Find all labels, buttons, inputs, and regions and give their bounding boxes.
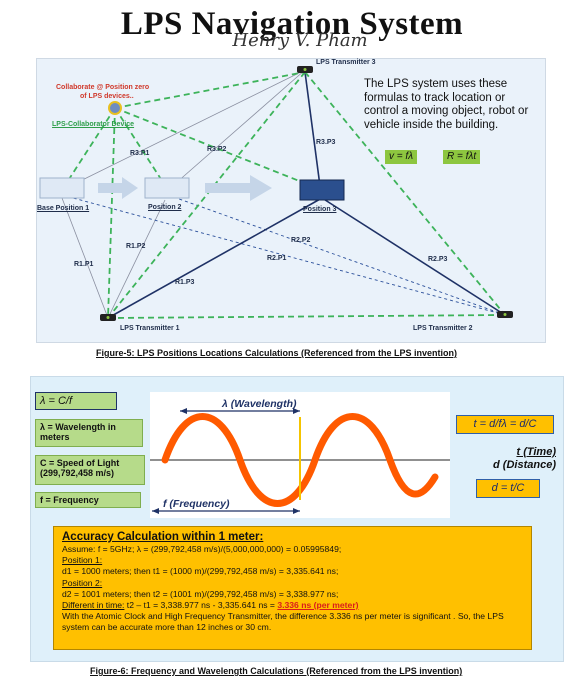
collaborator-device-icon [108, 101, 122, 115]
collaborate-line1: Collaborate @ Position zero [56, 84, 150, 91]
arrow-p2-p3 [205, 175, 272, 201]
lps-description: The LPS system uses these formulas to tr… [364, 78, 529, 131]
transmitter2-icon [497, 311, 513, 318]
path-label-r3p2: R3.P2 [207, 146, 227, 153]
frequency-label: f (Frequency) [163, 498, 230, 510]
path-label-r1p1: R1.P1 [74, 261, 94, 268]
figure5-caption: Figure-5: LPS Positions Locations Calcul… [96, 348, 458, 358]
position1-calculation: d1 = 1000 meters; then t1 = (1000 m)/(29… [62, 566, 339, 577]
time-difference-line: Different in time: t2 – t1 = 3,338.977 n… [62, 600, 523, 611]
time-difference-calc: t2 – t1 = 3,338.977 ns - 3,335.641 ns = [124, 600, 278, 611]
green-dash-6 [304, 71, 506, 316]
accuracy-heading: Accuracy Calculation within 1 meter: [62, 531, 264, 543]
wave-diagram [150, 408, 450, 514]
position2-box [144, 177, 190, 199]
wavelength-label: λ (Wavelength) [222, 398, 297, 410]
transmitter3-icon [297, 66, 313, 73]
path-r3p3 [304, 71, 321, 187]
figure5-diagram [39, 66, 513, 321]
arrow-p1-p2 [98, 177, 138, 199]
lambda-formula-box: λ = C/f [35, 392, 117, 410]
path-r2p3 [321, 197, 506, 316]
green-dash-1 [114, 71, 306, 109]
time-formula-box: t = d/fλ = d/C [456, 415, 554, 434]
wave-curve [161, 413, 439, 507]
path-r2p1 [61, 194, 506, 316]
path-label-r2p3: R2.P3 [428, 256, 448, 263]
green-dash-7 [107, 71, 306, 319]
path-label-r1p3: R1.P3 [175, 279, 195, 286]
page-title: LPS Navigation System [120, 6, 464, 42]
collaborate-line2: of LPS devices.. [80, 93, 134, 100]
path-r2p2 [167, 194, 506, 316]
position1-heading: Position 1: [62, 555, 103, 566]
path-label-r3p3: R3.P3 [316, 139, 336, 146]
wavelength-definition: λ = Wavelength in meters [35, 419, 143, 447]
time-difference-label: Different in time: [62, 600, 125, 611]
path-label-r1p2: R1.P2 [126, 243, 146, 250]
distance-label: d (Distance) [493, 459, 556, 471]
distance-formula-box: d = t/C [476, 479, 540, 498]
position3-box [299, 179, 345, 201]
green-dash-4 [107, 107, 116, 319]
accuracy-conclusion: With the Atomic Clock and High Frequency… [62, 611, 504, 633]
transmitter2-label: LPS Transmitter 2 [413, 325, 473, 332]
path-r1p3 [107, 197, 323, 319]
position2-heading: Position 2: [62, 577, 103, 588]
time-difference-result: 3.336 ns (per meter) [277, 600, 359, 611]
line-t1-p1 [61, 197, 109, 319]
green-dash-2 [61, 107, 116, 191]
position3-label: Position 3 [303, 206, 337, 213]
green-dash-5 [114, 107, 323, 191]
figure6-caption: Figure-6: Frequency and Wavelength Calcu… [90, 666, 463, 676]
path-label-r2p1: R2.P1 [267, 255, 287, 262]
path-label-r3p1: R3.P1 [130, 150, 150, 157]
transmitter1-label: LPS Transmitter 1 [120, 325, 180, 332]
time-label: t (Time) [516, 446, 556, 458]
formula-range: R = fλt [443, 150, 481, 164]
line-t3-p2 [167, 69, 306, 191]
path-label-r2p2: R2.P2 [291, 237, 311, 244]
speed-of-light-definition: C = Speed of Light (299,792,458 m/s) [35, 455, 145, 485]
line-t1-p2 [107, 199, 166, 319]
green-dash-8 [107, 314, 506, 319]
position2-label: Position 2 [148, 204, 182, 211]
accuracy-assumption: Assume: f = 5GHz; λ = (299,792,458 m/s)/… [62, 544, 342, 554]
position1-box [39, 177, 85, 199]
green-dash-3 [114, 107, 169, 191]
formula-velocity: v = fλ [385, 150, 418, 164]
transmitter3-label: LPS Transmitter 3 [316, 59, 376, 66]
line-t3-p1 [61, 69, 306, 191]
frequency-definition: f = Frequency [35, 492, 141, 508]
transmitter1-icon [100, 314, 116, 321]
accuracy-calculation-box: Accuracy Calculation within 1 meter: Ass… [53, 526, 532, 650]
author-signature: Henry V. Pham [232, 30, 368, 51]
collaborator-device-label: LPS-Collaborator Device [52, 121, 135, 128]
position2-calculation: d2 = 1001 meters; then t2 = (1001 m)/(29… [62, 588, 339, 599]
position1-label: Base Position 1 [37, 205, 90, 212]
